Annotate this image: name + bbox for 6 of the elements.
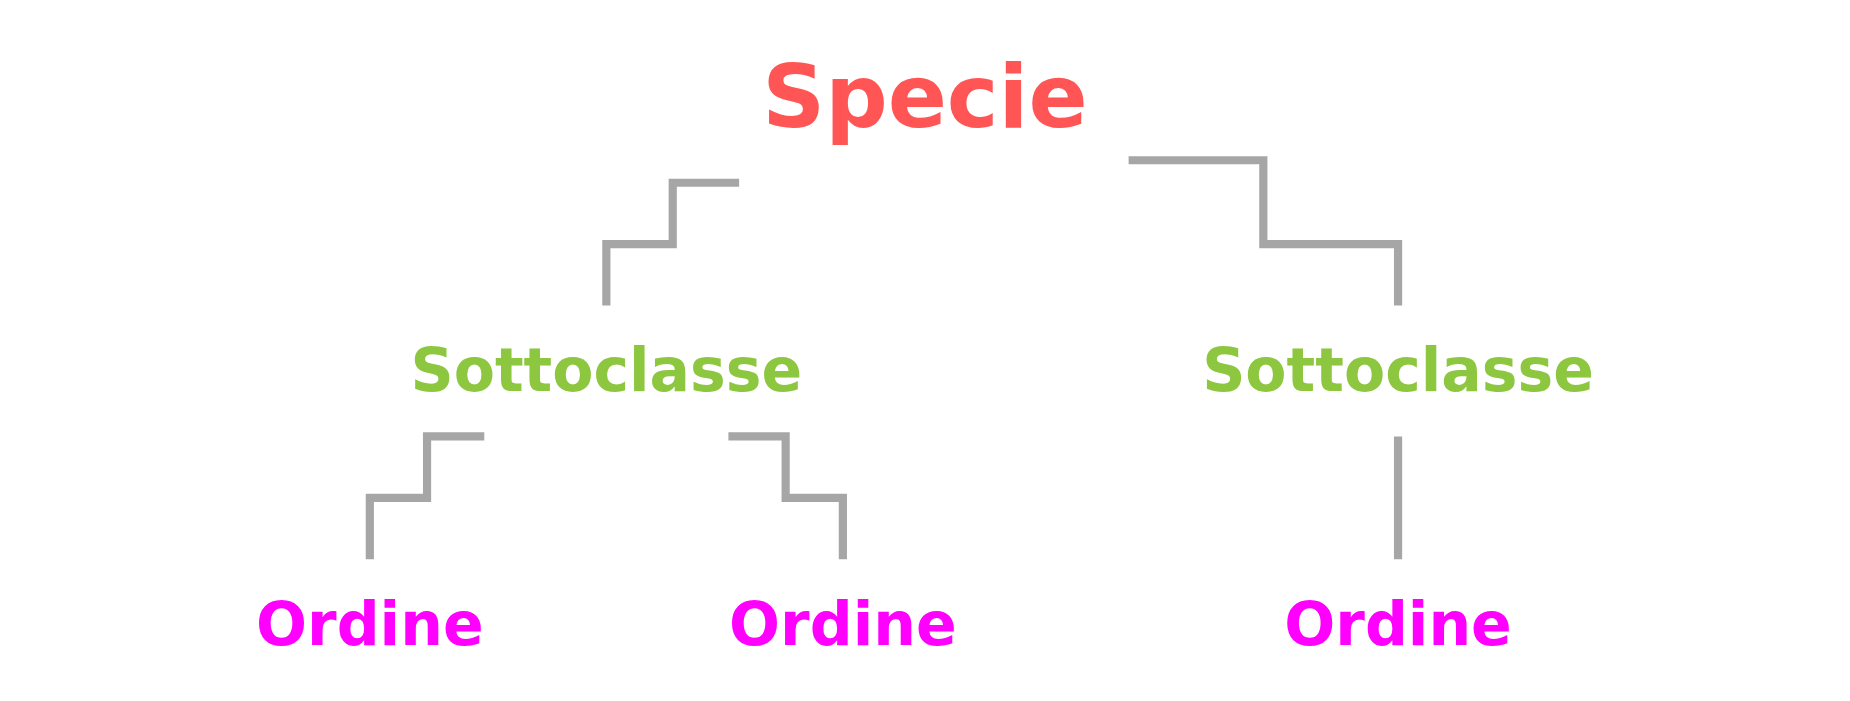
node-text: Specie: [762, 46, 1088, 148]
node-text: Sottoclasse: [1202, 335, 1594, 406]
node-text: Sottoclasse: [410, 335, 803, 406]
node-text: Ordine: [729, 589, 957, 659]
node-text: Ordine: [256, 589, 484, 659]
node-text: Ordine: [1284, 589, 1512, 659]
